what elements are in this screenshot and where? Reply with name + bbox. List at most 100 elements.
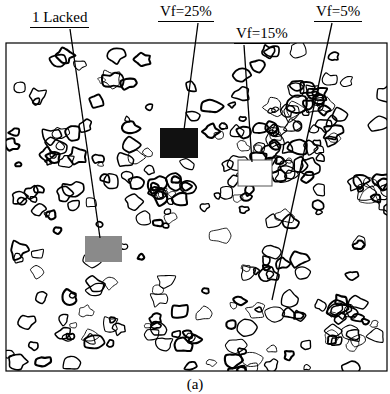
particle-outline: [31, 204, 46, 216]
particle-outline: [250, 60, 265, 72]
particle-outline: [156, 338, 173, 351]
particle-outline: [13, 192, 29, 204]
particle-outline: [253, 123, 269, 133]
particle-outline: [202, 124, 220, 138]
particle-outline: [303, 100, 313, 109]
particle-outline: [151, 322, 161, 329]
particle-outline: [290, 251, 310, 267]
leader-lines: [70, 23, 332, 300]
particle-outline: [270, 140, 280, 150]
particle-outline: [57, 186, 74, 201]
particle-outline: [136, 211, 150, 225]
particle-outline: [353, 236, 365, 249]
particle-outline: [372, 174, 387, 190]
particle-outline: [290, 43, 306, 58]
particle-outline: [29, 88, 46, 104]
particle-outline: [220, 187, 232, 200]
particle-outline: [265, 359, 278, 371]
particle-outline: [348, 177, 362, 191]
particle-outline: [50, 55, 67, 67]
particle-outline: [144, 165, 154, 174]
particle-outline: [281, 290, 298, 308]
particle-outline: [263, 256, 270, 265]
particle-outline: [384, 204, 387, 215]
particle-outline: [202, 288, 209, 293]
particle-outline: [241, 352, 263, 366]
leader-line: [244, 45, 252, 162]
particle-outline: [54, 227, 62, 234]
particle-outline: [30, 197, 36, 203]
particle-outline: [122, 121, 141, 133]
particle-outline: [14, 82, 25, 92]
particle-outline: [346, 307, 357, 318]
image-frame: [6, 43, 387, 371]
particle-outline: [68, 200, 79, 210]
particle-outline: [340, 77, 352, 87]
particle-outline: [237, 141, 250, 151]
particle-outline: [196, 306, 212, 320]
particle-outline: [341, 325, 359, 341]
particle-outline: [70, 323, 77, 328]
particle-outline: [301, 172, 313, 183]
vf15-square: [238, 160, 272, 186]
particle-outline: [301, 340, 311, 349]
particle-outline: [254, 143, 265, 153]
particle-outline: [42, 129, 61, 145]
particle-outline: [294, 310, 306, 321]
particle-outline: [6, 138, 19, 150]
particle-outline: [172, 176, 181, 182]
particle-outline: [46, 210, 55, 219]
particle-outline: [107, 48, 125, 64]
particle-outline: [370, 320, 378, 327]
particle-outline: [152, 285, 163, 295]
particle-outline: [334, 313, 346, 324]
particle-outline: [313, 140, 321, 145]
particle-outline: [304, 365, 311, 370]
particle-outline: [228, 102, 235, 108]
particle-outline: [225, 355, 243, 369]
particle-outline: [157, 275, 175, 288]
particle-outline: [263, 97, 283, 116]
particle-outline: [154, 191, 167, 206]
particle-outline: [368, 116, 387, 131]
particle-outline: [246, 303, 265, 318]
particle-outline: [206, 359, 216, 366]
callout-label: 1 Lacked: [30, 9, 89, 28]
particle-outline: [322, 73, 337, 85]
particle-outline: [133, 53, 150, 66]
particle-outline: [59, 314, 68, 325]
figure-caption: (a): [187, 376, 204, 393]
particle-outline: [237, 319, 257, 336]
particle-outline: [239, 117, 246, 122]
particle-outline: [233, 68, 252, 81]
leader-line: [70, 29, 100, 238]
particle-outline: [325, 330, 339, 344]
particle-outline: [125, 116, 130, 122]
particle-outline: [267, 345, 277, 352]
particle-outline: [52, 127, 70, 138]
particle-outline: [328, 52, 338, 60]
particle-outline: [186, 111, 200, 120]
callout-label: Vf=25%: [158, 3, 214, 22]
particle-outline: [201, 100, 224, 112]
particle-outline: [180, 181, 196, 194]
particle-outline: [31, 249, 43, 258]
callout-label: Vf=5%: [314, 3, 362, 22]
particle-outline: [117, 153, 133, 166]
particle-outline: [225, 339, 247, 353]
particle-outline: [143, 148, 153, 157]
particle-outline: [172, 305, 188, 318]
particle-outline: [30, 265, 43, 279]
particle-outline: [59, 156, 75, 168]
particle-outline: [166, 173, 182, 191]
particle-outline: [67, 334, 75, 340]
particle-outline: [314, 146, 324, 154]
particle-outline: [70, 293, 76, 298]
particle-outline: [186, 333, 196, 341]
callout-label: Vf=15%: [234, 25, 290, 44]
particle-outline: [112, 323, 125, 335]
particle-outline: [150, 322, 166, 335]
particle-outline: [222, 160, 233, 171]
particle-outline: [268, 108, 275, 113]
particle-outline: [172, 331, 180, 338]
